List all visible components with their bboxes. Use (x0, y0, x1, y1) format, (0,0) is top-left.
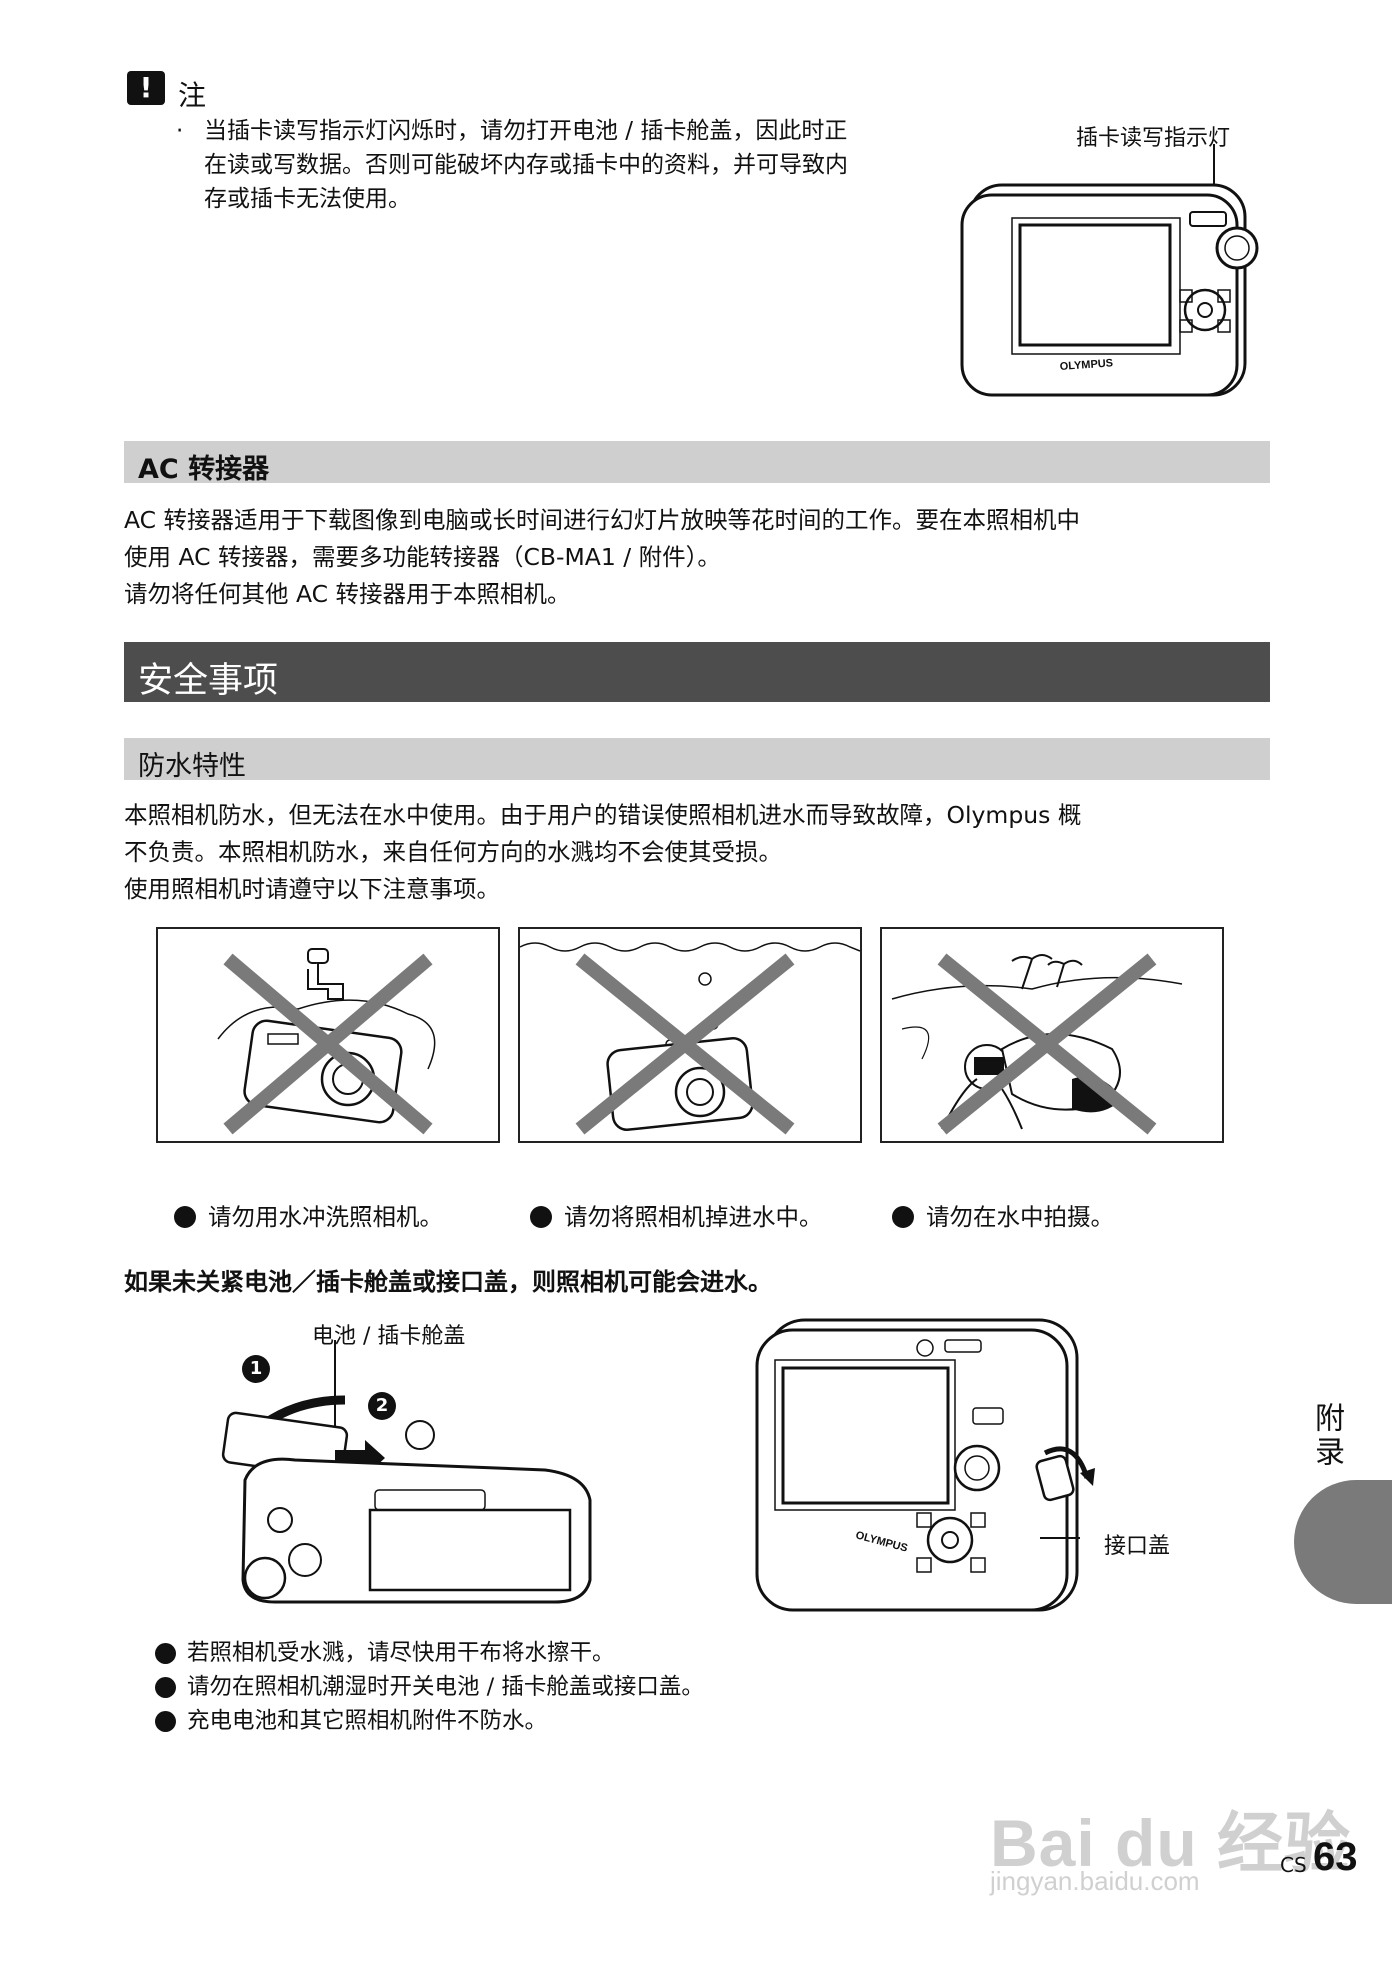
caption-no-rinse: 请勿用水冲洗照相机。 (174, 1198, 443, 1232)
waterproof-paragraph: 本照相机防水，但无法在水中使用。由于用户的错误使照相机进水而导致故障，Olymp… (124, 797, 1274, 908)
caption-no-underwater: 请勿在水中拍摄。 (892, 1198, 1114, 1232)
bullet-dot (155, 1643, 176, 1664)
underwater-shooting-illustration (891, 953, 1183, 1135)
rinse-camera-illustration (217, 948, 436, 1135)
ac-adapter-paragraph: AC 转接器适用于下载图像到电脑或长时间进行幻灯片放映等花时间的工作。要在本照相… (124, 502, 1274, 613)
waterproof-heading-bar: 防水特性 (124, 738, 1270, 782)
list-item: 若照相机受水溅，请尽快用干布将水擦干。 (155, 1636, 704, 1670)
list-item-text: 充电电池和其它照相机附件不防水。 (187, 1708, 548, 1734)
caution-icon: ! (127, 71, 165, 105)
panel-no-rinse (156, 927, 500, 1143)
ac-line: AC 转接器适用于下载图像到电脑或长时间进行幻灯片放映等花时间的工作。要在本照相… (124, 506, 1081, 534)
bullet-dot (892, 1206, 914, 1228)
list-item: 请勿在照相机潮湿时开关电池 / 插卡舱盖或接口盖。 (155, 1670, 704, 1704)
appendix-tab-marker (1294, 1480, 1392, 1604)
note-bullet: · (176, 118, 184, 144)
safety-heading-bar: 安全事项 (124, 642, 1270, 702)
battery-cover-label: 电池 / 插卡舱盖 (312, 1324, 466, 1349)
appendix-side-label: 附录 (1309, 1402, 1344, 1470)
caption-text: 请勿在水中拍摄。 (926, 1203, 1114, 1231)
note-line: 当插卡读写指示灯闪烁时，请勿打开电池 / 插卡舱盖，因此时正 (204, 118, 848, 144)
list-item: 充电电池和其它照相机附件不防水。 (155, 1704, 704, 1738)
caption-no-drop: 请勿将照相机掉进水中。 (530, 1198, 823, 1232)
note-line: 存或插卡无法使用。 (204, 186, 411, 212)
drop-camera-illustration (519, 942, 861, 1135)
ac-line: 使用 AC 转接器，需要多功能转接器（CB-MA1 / 附件）。 (124, 543, 721, 571)
caption-text: 请勿用水冲洗照相机。 (208, 1203, 443, 1231)
camera-back-illustration: OLYMPUS (960, 144, 1259, 397)
bullet-dot (155, 1677, 176, 1698)
card-access-lamp-label: 插卡读写指示灯 (1076, 126, 1231, 151)
connector-cover-label: 接口盖 (1104, 1534, 1171, 1559)
bullet-dot (155, 1711, 176, 1732)
ac-adapter-heading: AC 转接器 (138, 454, 270, 485)
waterproof-tips-list: 若照相机受水溅，请尽快用干布将水擦干。 请勿在照相机潮湿时开关电池 / 插卡舱盖… (155, 1636, 704, 1738)
waterproof-line: 不负责。本照相机防水，来自任何方向的水溅均不会使其受损。 (124, 838, 782, 866)
baidu-watermark-logo: Bai du 经验 (990, 1806, 1352, 1880)
note-line: 在读或写数据。否则可能破坏内存或插卡中的资料，并可导致内 (204, 152, 848, 178)
open-battery-cover-illustration: OLYMPUS (221, 1340, 592, 1604)
language-code: CS (1280, 1853, 1307, 1877)
panel-no-drop-in-water (518, 927, 862, 1143)
caption-text: 请勿将照相机掉进水中。 (564, 1203, 823, 1231)
step-2-badge: 2 (368, 1392, 396, 1420)
svg-text:OLYMPUS: OLYMPUS (1059, 357, 1113, 373)
panel-no-underwater-shooting (880, 927, 1224, 1143)
waterproof-line: 使用照相机时请遵守以下注意事项。 (124, 875, 500, 903)
ac-line: 请勿将任何其他 AC 转接器用于本照相机。 (124, 580, 571, 608)
water-ingress-warning: 如果未关紧电池／插卡舱盖或接口盖，则照相机可能会进水。 (124, 1268, 772, 1296)
note-text: · 当插卡读写指示灯闪烁时，请勿打开电池 / 插卡舱盖，因此时正 在读或写数据。… (176, 114, 948, 216)
ac-adapter-heading-bar: AC 转接器 (124, 441, 1270, 485)
waterproof-line: 本照相机防水，但无法在水中使用。由于用户的错误使照相机进水而导致故障，Olymp… (124, 801, 1082, 829)
bullet-dot (530, 1206, 552, 1228)
waterproof-heading: 防水特性 (138, 751, 246, 782)
note-title: 注 (178, 79, 207, 112)
connector-cover-illustration: OLYMPUS (755, 1318, 1095, 1612)
safety-heading: 安全事项 (138, 661, 279, 701)
page-number: 63 (1313, 1835, 1358, 1879)
list-item-text: 若照相机受水溅，请尽快用干布将水擦干。 (187, 1640, 615, 1666)
step-1-badge: 1 (242, 1355, 270, 1383)
baidu-watermark-url: jingyan.baidu.com (990, 1866, 1200, 1896)
bullet-dot (174, 1206, 196, 1228)
list-item-text: 请勿在照相机潮湿时开关电池 / 插卡舱盖或接口盖。 (187, 1674, 704, 1700)
